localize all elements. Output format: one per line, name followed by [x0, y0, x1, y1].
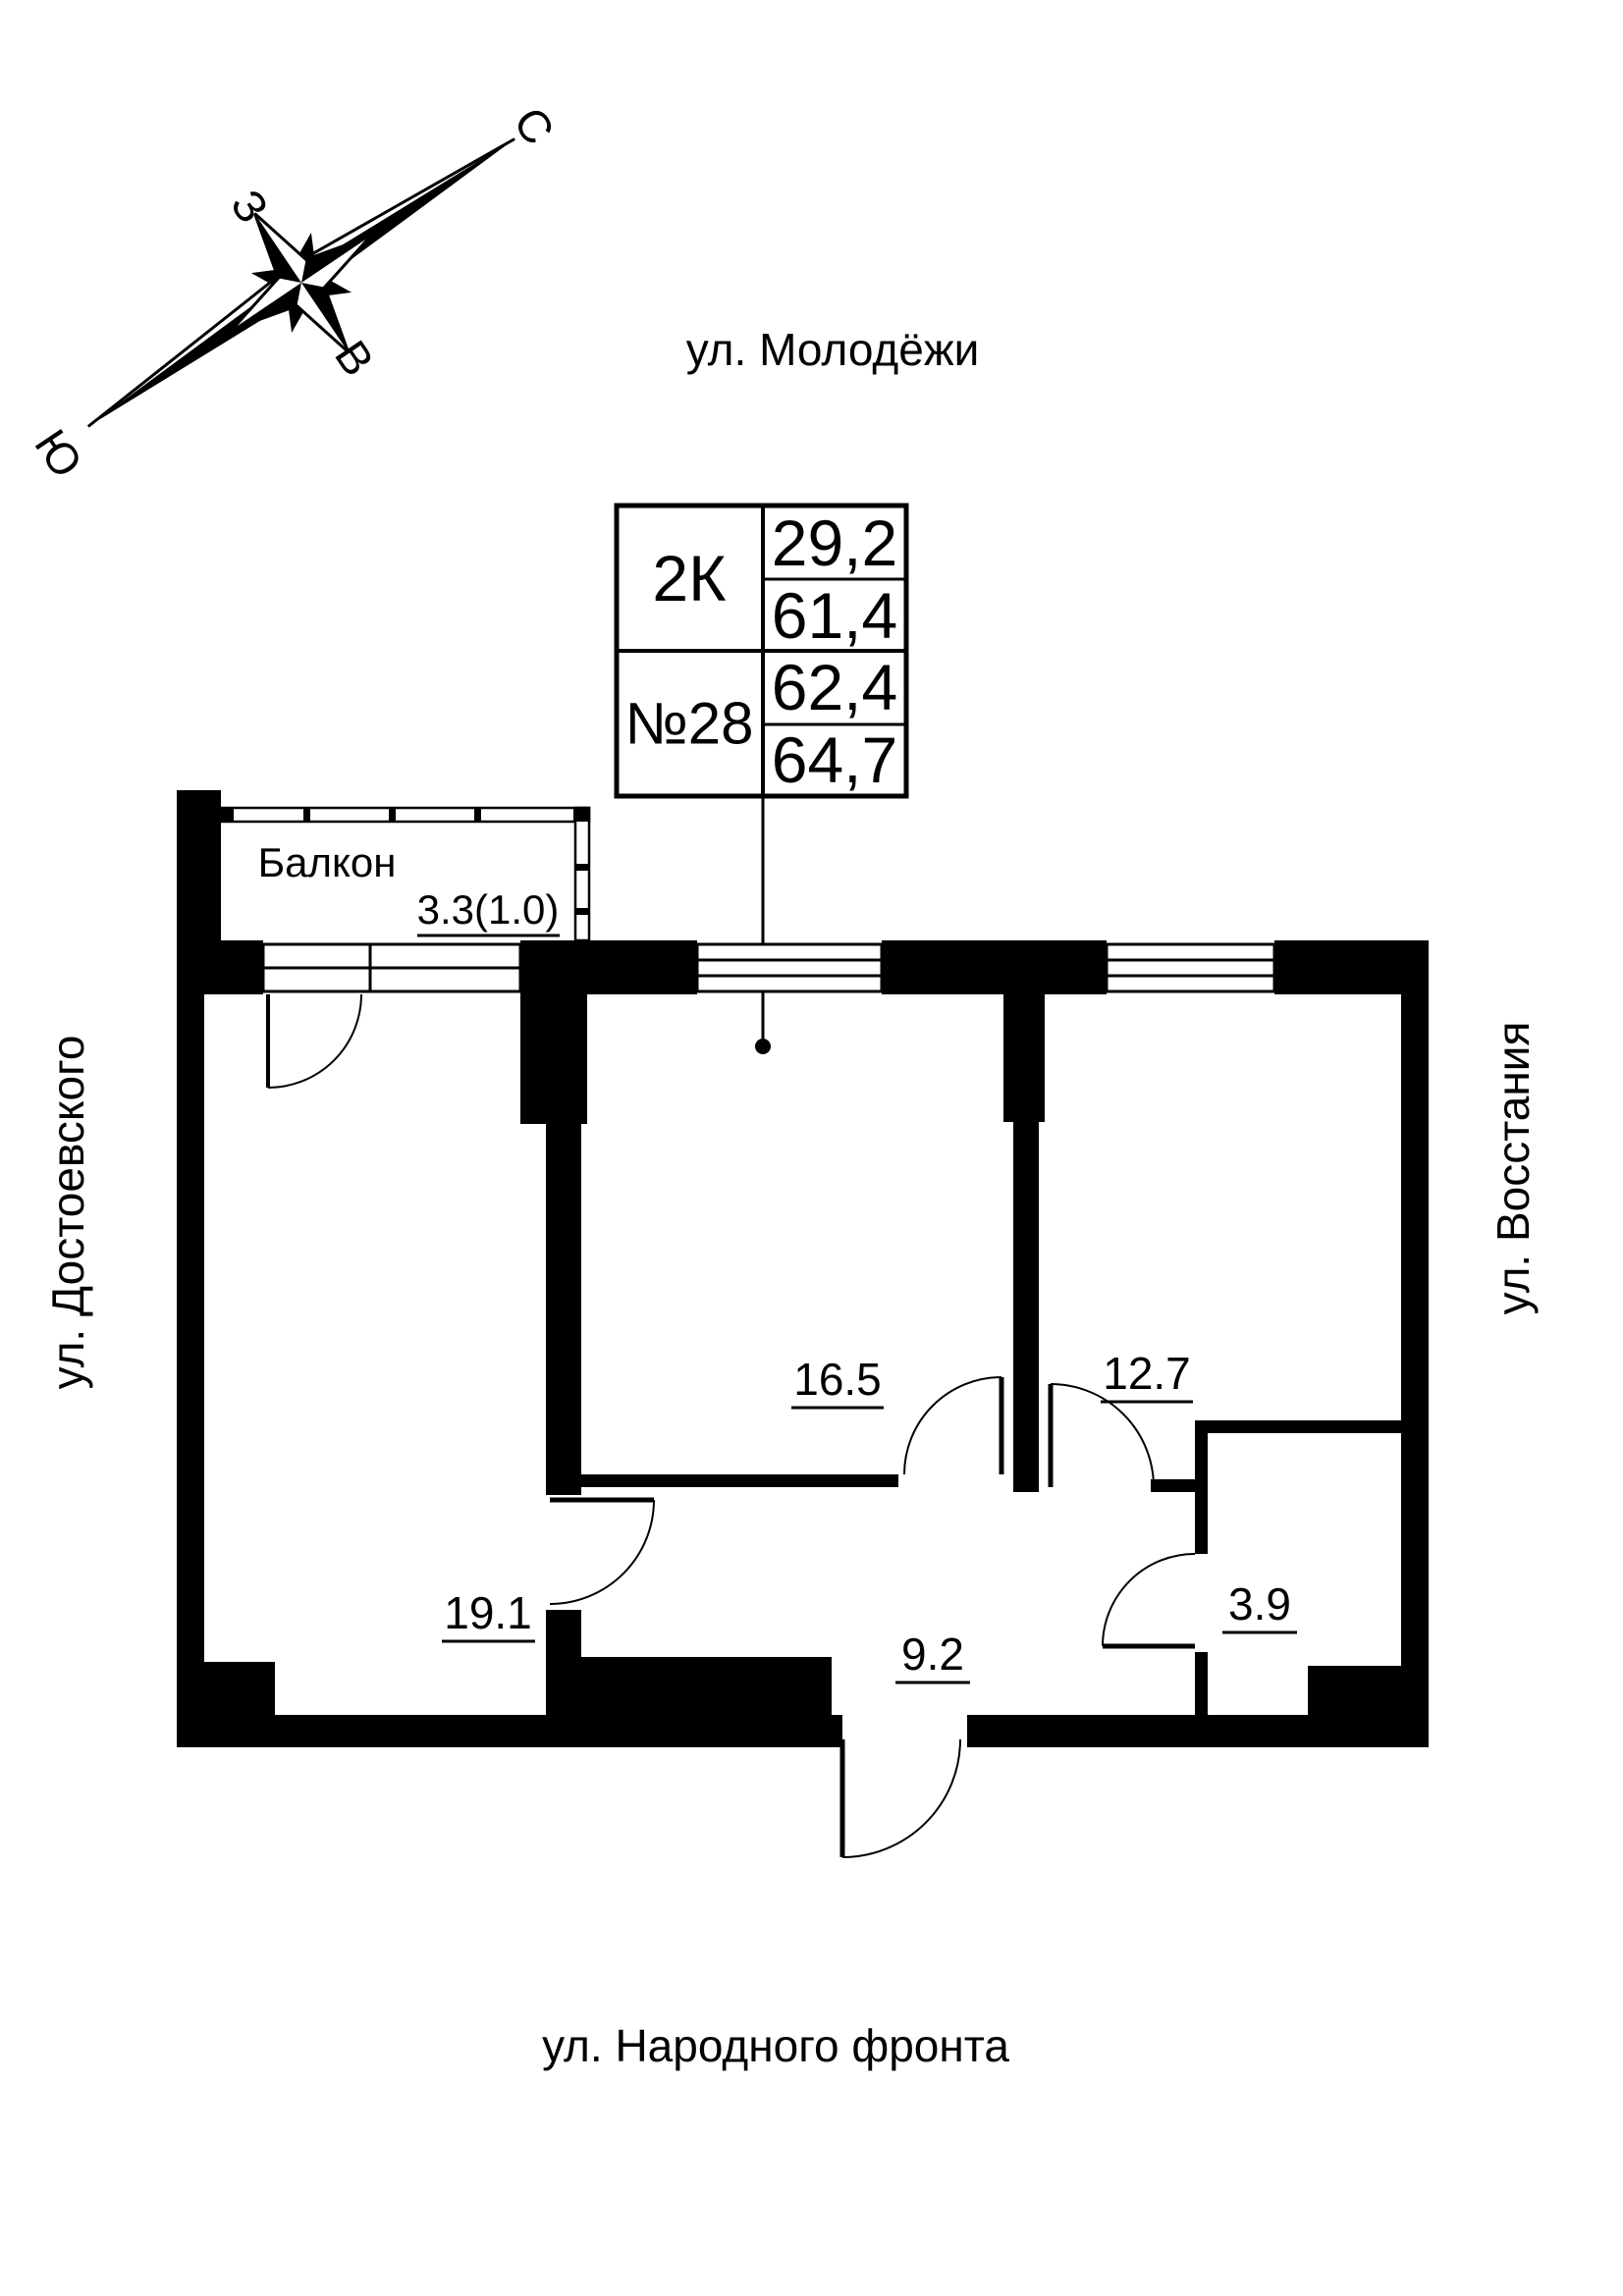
railing-top — [216, 806, 591, 824]
wall-bathroom-left-lower — [1195, 1652, 1208, 1715]
walls — [177, 790, 1429, 1747]
room-label-bathroom: 3.9 — [1228, 1578, 1291, 1629]
railing-post-3 — [389, 808, 396, 822]
door-arc-living2 — [903, 1376, 1002, 1475]
wall-bottom-2 — [967, 1715, 1429, 1747]
unit-type: 2К — [652, 542, 727, 614]
railing-post-7 — [575, 908, 589, 915]
door-arc-living1 — [549, 1499, 655, 1605]
windows — [261, 942, 1276, 993]
room-label-living3: 12.7 — [1103, 1348, 1191, 1399]
wall-bathroom-top — [1195, 1420, 1404, 1433]
door-arc-balcony — [267, 993, 362, 1089]
wall-bathroom-left-upper — [1195, 1433, 1208, 1554]
unit-area-living: 29,2 — [772, 507, 897, 579]
compass-label-west: З — [221, 181, 279, 232]
window-room-165 — [695, 942, 884, 993]
railing-post-6 — [575, 864, 589, 871]
railing-side — [573, 806, 591, 942]
wall-left-balcony-stub — [177, 790, 221, 940]
unit-info-table: 2К №28 29,2 61,4 62,4 64,7 — [614, 503, 909, 1054]
compass-label-south: Ю — [25, 420, 92, 487]
wall-bottom-block-mid — [550, 1657, 832, 1715]
railing-post-2 — [303, 808, 310, 822]
balcony-area-label: 3.3(1.0) — [417, 886, 560, 933]
wall-partition-b — [1013, 994, 1039, 1492]
window-room-127 — [1105, 942, 1276, 993]
leader-dot — [755, 1039, 771, 1054]
room-label-living1: 19.1 — [444, 1587, 532, 1638]
wall-right — [1401, 940, 1429, 1747]
balcony-railing — [216, 806, 591, 942]
compass: С Ю З В — [25, 98, 565, 487]
door-arc-bathroom — [1102, 1553, 1196, 1647]
wall-top-2 — [520, 940, 697, 994]
wall-bottom-block-left — [177, 1662, 275, 1715]
wall-left — [177, 940, 204, 1747]
balcony-label: Балкон — [258, 839, 397, 885]
door-arc-entrance — [841, 1738, 961, 1858]
unit-area-61: 61,4 — [772, 579, 897, 652]
wall-top-3 — [882, 940, 1107, 994]
doors — [266, 993, 1196, 1858]
street-label-left: ул. Достоевского — [42, 1036, 93, 1390]
unit-area-total: 64,7 — [772, 723, 897, 796]
room-label-hall: 9.2 — [901, 1629, 964, 1680]
door-arc-living3 — [1050, 1383, 1155, 1488]
compass-label-north: С — [504, 98, 565, 154]
wall-bottom-block-right — [1308, 1666, 1429, 1715]
room-labels: Балкон 3.3(1.0) 19.1 16.5 12.7 9.2 3.9 — [258, 839, 1297, 1684]
wall-partition-a — [546, 994, 581, 1495]
wall-partition-c — [581, 1474, 898, 1487]
railing-post-5 — [573, 808, 589, 822]
street-label-bottom: ул. Народного фронта — [542, 2020, 1009, 2071]
unit-area-62: 62,4 — [772, 651, 897, 723]
room-label-living2: 16.5 — [793, 1354, 882, 1405]
wall-bottom-1 — [177, 1715, 842, 1747]
wall-partition-d — [1151, 1479, 1195, 1492]
unit-number: №28 — [624, 691, 753, 757]
street-label-right: ул. Восстания — [1488, 1022, 1539, 1315]
street-label-top: ул. Молодёжи — [686, 324, 980, 375]
wall-partition-a-bottom — [546, 1610, 581, 1715]
railing-post-4 — [474, 808, 481, 822]
railing-post-1 — [218, 808, 234, 822]
